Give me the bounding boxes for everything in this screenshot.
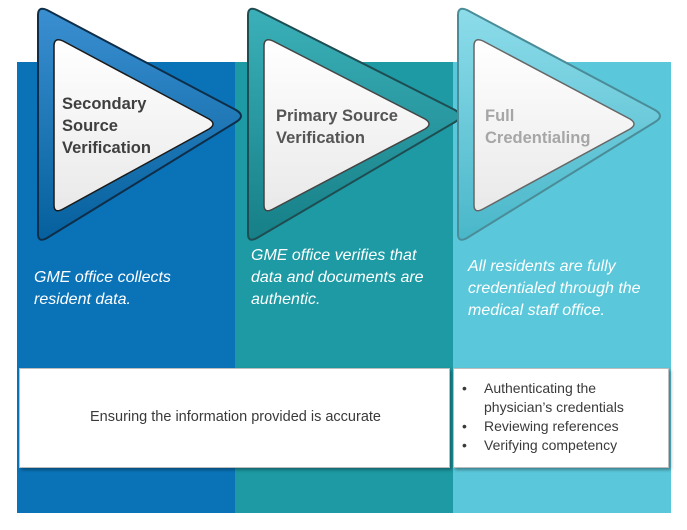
stage-title-secondary: Secondary Source Verification [62,93,151,159]
accuracy-box: Ensuring the information provided is acc… [19,368,450,468]
list-item: Authenticating the physician’s credentia… [460,379,668,417]
accuracy-text: Ensuring the information provided is acc… [90,409,381,425]
stage-title-line: Primary Source [276,107,398,125]
stage-description-secondary: GME office collects resident data. [34,269,171,308]
credentialing-tasks-box: Authenticating the physician’s credentia… [453,368,669,468]
stage-title-full: Full Credentialing [485,105,590,149]
stage-title-line: Verification [62,139,151,157]
stage-arrow-secondary [37,7,242,241]
list-item: Verifying competency [460,436,668,455]
stage-description-full: All residents are fully credentialed thr… [468,258,641,319]
stage-title-line: Secondary [62,95,147,113]
list-item: Reviewing references [460,417,668,436]
stage-arrow-primary [247,7,461,241]
stage-arrow-full [457,7,661,241]
stage-description-primary: GME office verifies that data and docume… [251,247,424,308]
stage-title-primary: Primary Source Verification [276,105,398,149]
stage-title-line: Verification [276,129,365,147]
stage-title-line: Source [62,117,118,135]
stage-title-line: Credentialing [485,129,591,147]
credentialing-tasks-list: Authenticating the physician’s credentia… [460,379,668,455]
stage-title-line: Full [485,107,515,125]
